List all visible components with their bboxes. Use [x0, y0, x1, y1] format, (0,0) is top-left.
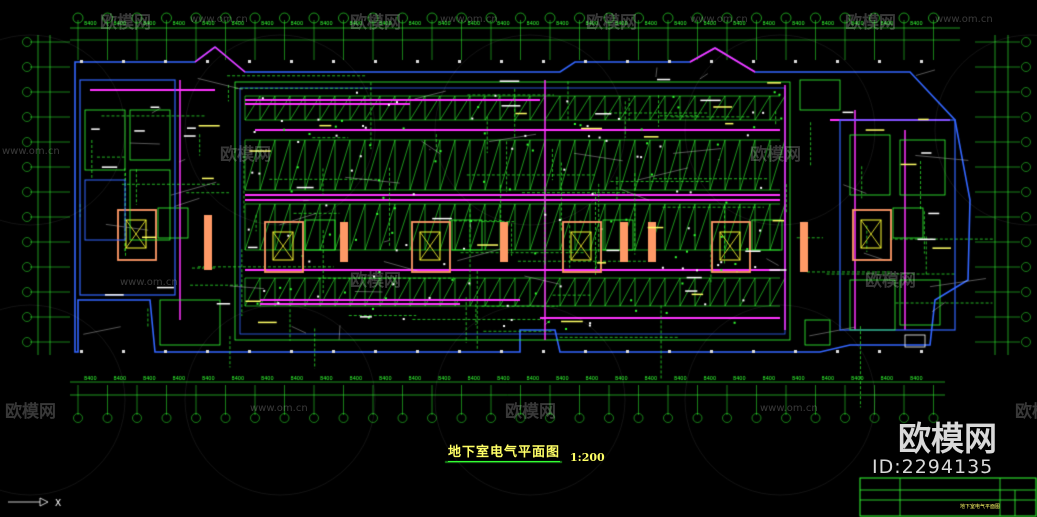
watermark-logo: 欧模网 — [898, 419, 997, 458]
watermark-url: www.om.cn — [2, 146, 60, 157]
watermark-brand: 欧模网 — [350, 13, 401, 33]
title-block-label: 地下室电气平面图 — [960, 504, 1001, 510]
watermark-brand: 欧模网 — [845, 13, 896, 33]
watermark-url: www.om.cn — [690, 14, 748, 25]
watermark-brand: 欧模网 — [865, 271, 916, 291]
watermark-brand: 欧模网 — [750, 145, 801, 165]
watermark-brand: 欧模网 — [505, 402, 556, 422]
watermark-brand: 欧模网 — [220, 145, 271, 165]
watermark-url: www.om.cn — [440, 14, 498, 25]
watermark-brand: 欧模网 — [586, 13, 637, 33]
watermark-url: www.om.cn — [760, 403, 818, 414]
watermark-brand: 欧模网 — [5, 402, 56, 422]
watermark-url: www.om.cn — [935, 14, 993, 25]
watermark-brand: 欧模网 — [100, 13, 151, 33]
drawing-title: 地下室电气平面图 — [448, 445, 561, 460]
watermark-url: www.om.cn — [250, 403, 308, 414]
watermark-brand: 欧模网 — [350, 271, 401, 291]
drawing-scale: 1:200 — [570, 451, 605, 464]
watermark-id: ID:2294135 — [872, 456, 994, 478]
watermark-url: www.om.cn — [120, 277, 178, 288]
watermark-brand: 欧模网 — [1015, 402, 1037, 422]
watermark-url: www.om.cn — [190, 14, 248, 25]
